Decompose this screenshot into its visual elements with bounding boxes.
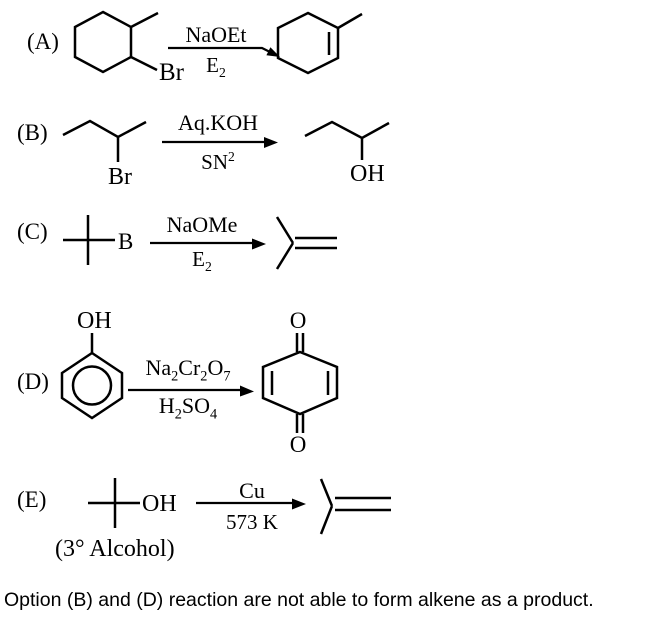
reaction-c-reagent-top: NaOMe xyxy=(166,212,238,237)
reaction-e-arrow xyxy=(196,498,306,510)
reaction-b-reagent-bottom: SN2 xyxy=(201,149,235,174)
arrow-head xyxy=(266,47,280,57)
reaction-a-reagent-top: NaOEt xyxy=(185,22,247,47)
hydroxyl-group-label: OH xyxy=(142,491,177,517)
reaction-d-product-structure: O O xyxy=(261,308,339,457)
reaction-e-reactant-structure: OH xyxy=(88,478,177,528)
cyclohexane-ring xyxy=(73,10,133,74)
bromine-atom-label: Br xyxy=(108,164,132,190)
reaction-c-reagent-bottom: E2 xyxy=(192,247,212,275)
methyl-bond xyxy=(130,11,159,29)
benzene-ring xyxy=(60,351,124,420)
butane-chain xyxy=(62,119,147,139)
conclusion-text: Option (B) and (D) reaction are not able… xyxy=(4,589,594,611)
reaction-c-arrow xyxy=(150,238,266,250)
reaction-e-reagent-top: Cu xyxy=(239,478,265,503)
arrow-head xyxy=(252,238,266,250)
reaction-e-reagent-bottom: 573 K xyxy=(226,510,278,534)
bottom-oxygen-atom-label: O xyxy=(290,432,307,457)
hydroxyl-group-label: OH xyxy=(350,161,385,187)
reaction-b-reagent-top: Aq.KOH xyxy=(177,110,259,135)
arrow-head xyxy=(240,385,254,397)
methyl-bond xyxy=(337,12,363,30)
arrow-head xyxy=(292,498,306,510)
reaction-d-reactant-structure: OH xyxy=(60,308,124,420)
bromine-bond xyxy=(130,55,158,72)
reaction-e-reactant-note: (3° Alcohol) xyxy=(55,536,175,562)
reaction-d-reagent-top: Na2Cr2O7 xyxy=(145,355,231,385)
reaction-d-reagent-bottom: H2SO4 xyxy=(158,393,218,423)
reaction-a-arrow xyxy=(168,46,280,57)
top-oxygen-atom-label: O xyxy=(290,308,307,333)
bromine-atom-label: B xyxy=(118,229,133,254)
aromatic-circle xyxy=(71,365,113,406)
reaction-a-product-structure xyxy=(276,11,363,75)
reaction-a-reactant-structure: Br xyxy=(73,10,185,86)
reaction-d-label: (D) xyxy=(17,369,49,394)
arrow-shaft xyxy=(168,46,273,54)
reaction-a-label: (A) xyxy=(27,29,59,54)
isobutylene-methyl-bonds xyxy=(275,216,295,270)
arrow-head xyxy=(264,137,278,148)
reaction-b-reactant-structure: Br xyxy=(62,119,147,190)
butane-chain xyxy=(304,120,390,140)
reaction-d-arrow xyxy=(128,385,254,397)
quinone-ring xyxy=(261,350,339,416)
isobutylene-methyl-bonds xyxy=(319,478,334,535)
hydroxyl-group-label: OH xyxy=(77,308,112,334)
reaction-e-label: (E) xyxy=(17,487,47,512)
reaction-c-product-structure xyxy=(275,216,337,270)
reaction-a-reagent-bottom: E2 xyxy=(206,53,226,81)
reaction-b-product-structure: OH xyxy=(304,120,390,187)
reaction-b-label: (B) xyxy=(17,120,48,145)
bromine-atom-label: Br xyxy=(159,59,185,86)
reaction-b-arrow xyxy=(162,137,278,148)
reaction-c-reactant-structure: B xyxy=(63,215,133,265)
reaction-c-label: (C) xyxy=(17,219,48,244)
reaction-e-product-structure xyxy=(319,478,391,535)
